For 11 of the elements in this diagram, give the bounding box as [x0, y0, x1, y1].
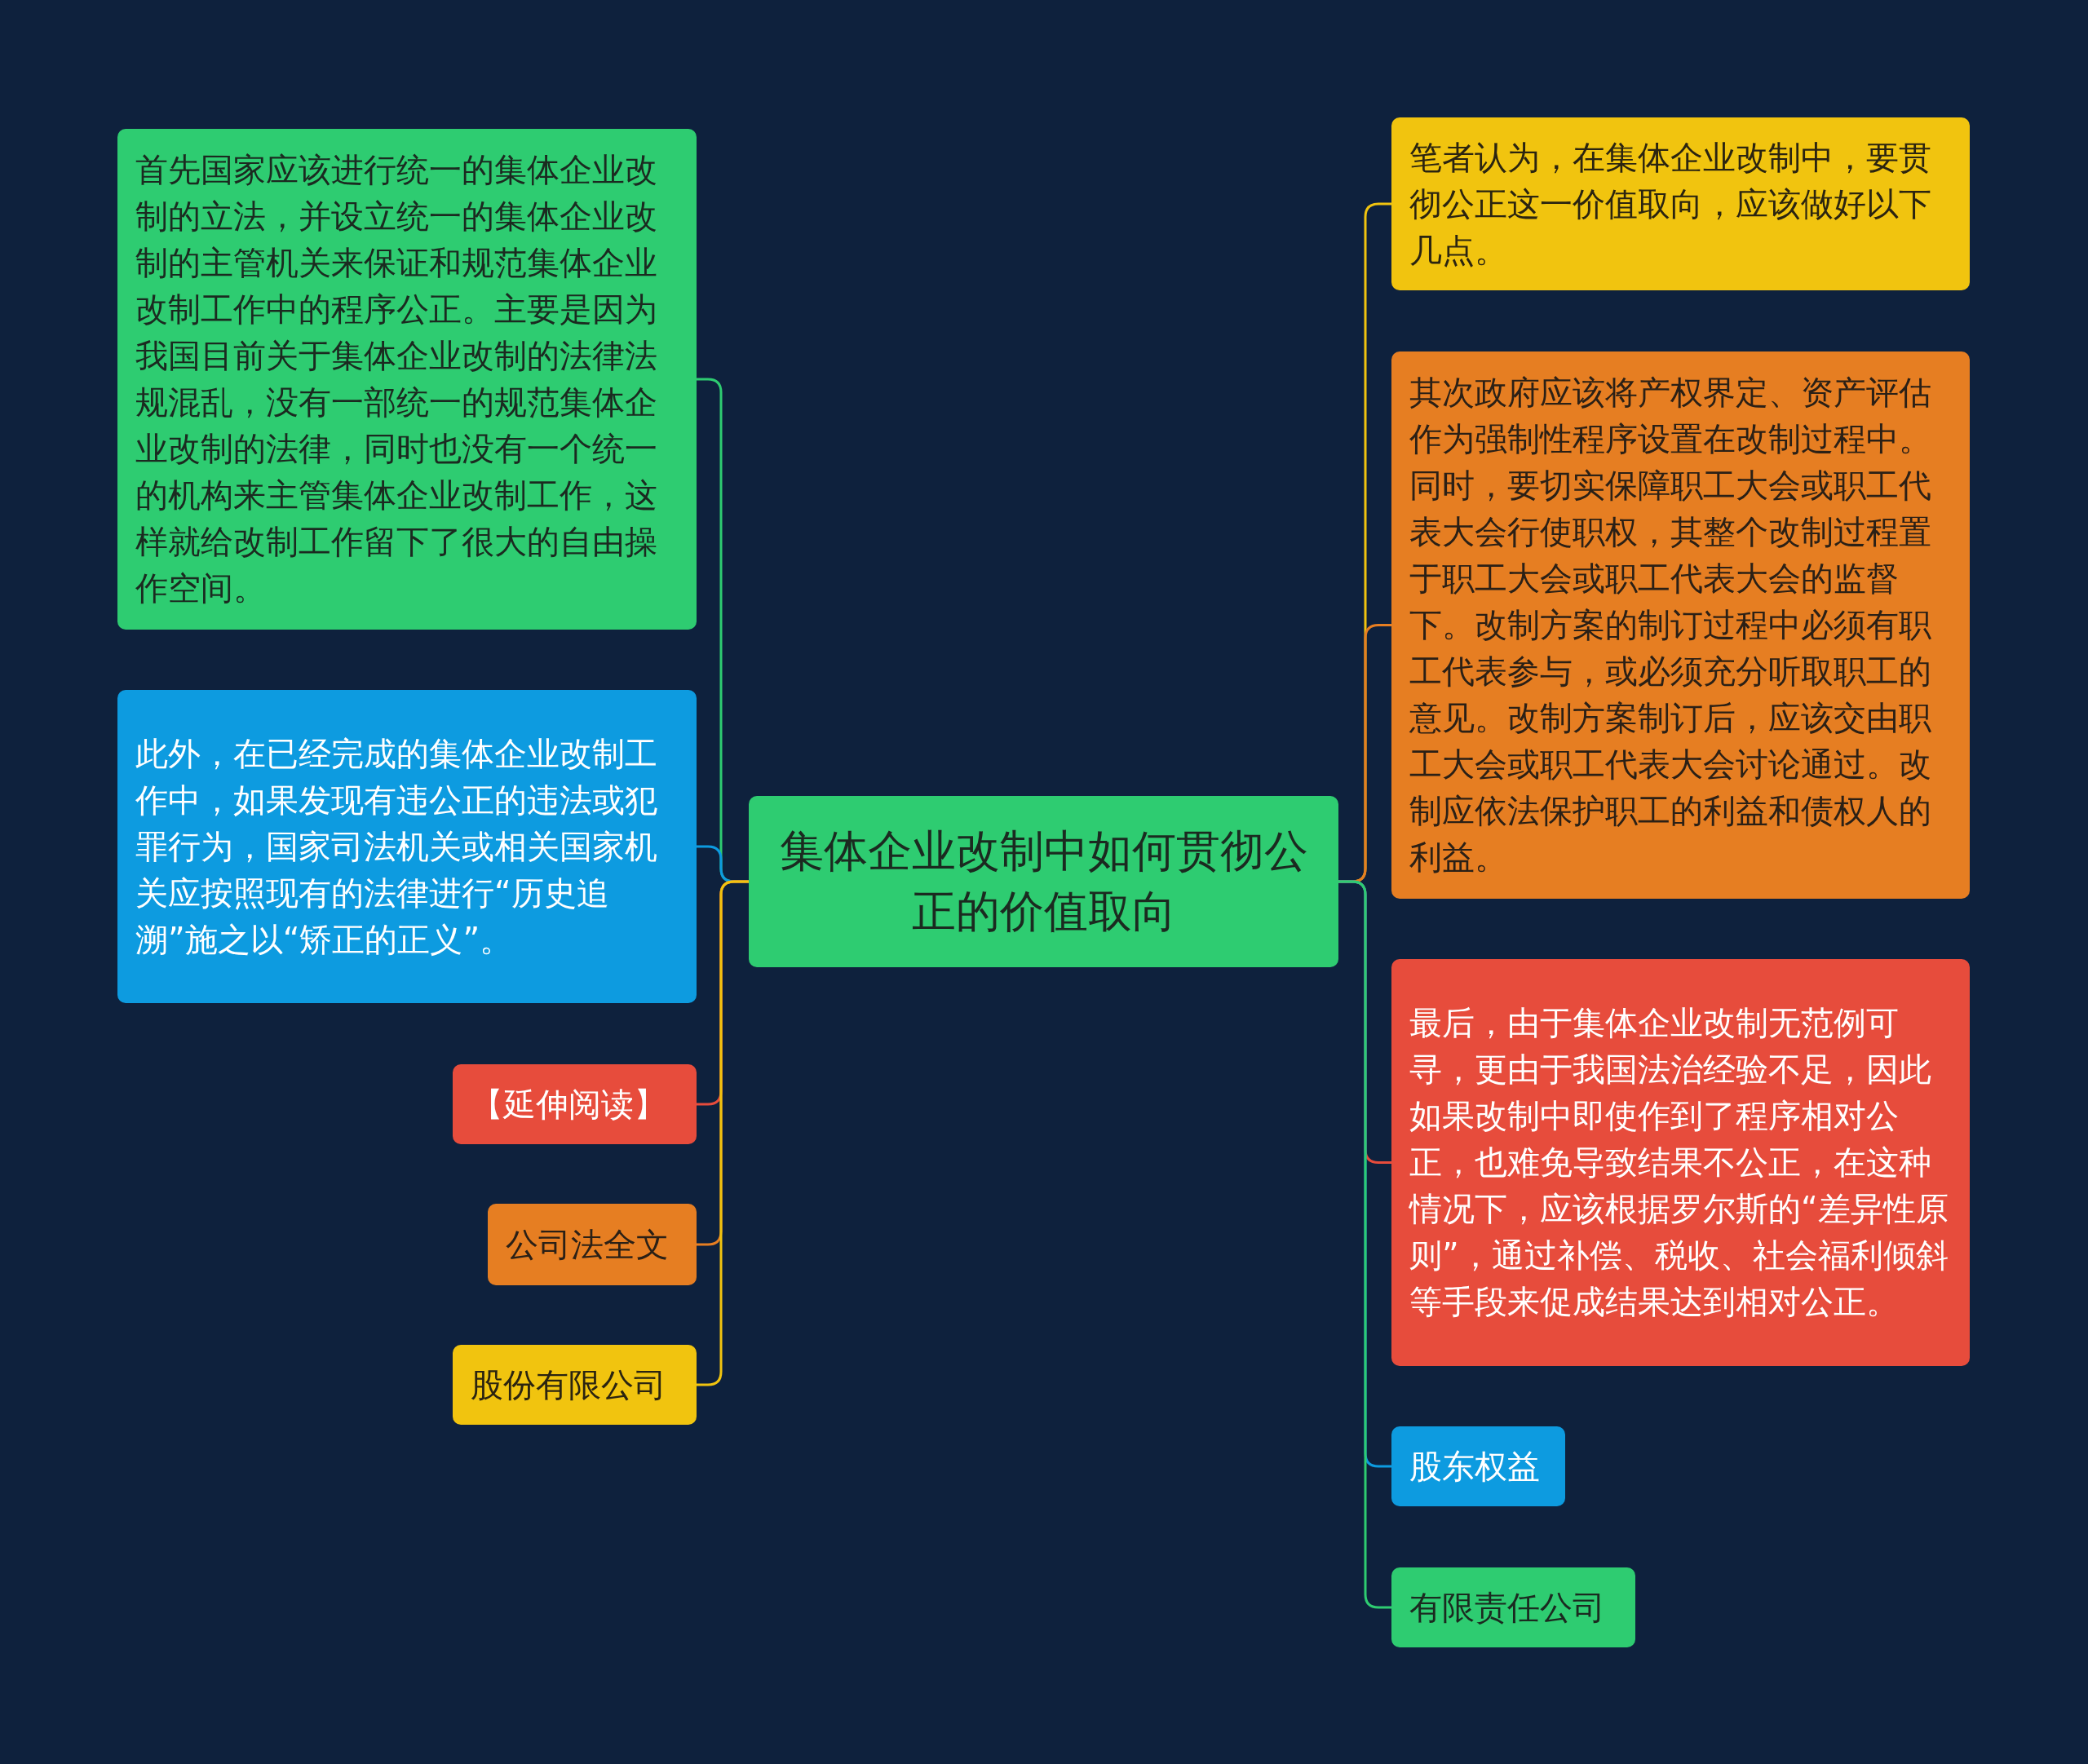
- central-topic-box: 集体企业改制中如何贯彻公正的价值取向: [749, 796, 1338, 967]
- topic-box: 其次政府应该将产权界定、资产评估作为强制性程序设置在改制过程中。同时，要切实保障职工大会或职工代表大会行使职权，其整个改制过程置于职工大会或职工代表大会的监督下。改制方案的制订过程中必须有职工代表参与，或必须充分听取职工的意见。改制方案制订后，应该交由职工大会或职工代表大会讨论通过。改制应依法保护职工的利益和债权人的利益。: [1391, 351, 1970, 899]
- topic-box: 公司法全文: [488, 1204, 697, 1285]
- topic-box: 最后，由于集体企业改制无范例可寻，更由于我国法治经验不足，因此如果改制中即使作到了程序相对公正，也难免导致结果不公正，在这种情况下，应该根据罗尔斯的“差异性原则”，通过补偿、税收、社会福利倾斜等手段来促成结果达到相对公正。: [1391, 959, 1970, 1366]
- topic-box: 此外，在已经完成的集体企业改制工作中，如果发现有违公正的违法或犯罪行为，国家司法机关或相关国家机关应按照现有的法律进行“历史追溯”施之以“矫正的正义”。: [117, 690, 697, 1003]
- topic-box: 首先国家应该进行统一的集体企业改制的立法，并设立统一的集体企业改制的主管机关来保证和规范集体企业改制工作中的程序公正。主要是因为我国目前关于集体企业改制的法律法规混乱，没有一部统一的规范集体企业改制的法律，同时也没有一个统一的机构来主管集体企业改制工作，这样就给改制工作留下了很大的自由操作空间。: [117, 129, 697, 630]
- topic-box: 股份有限公司: [453, 1345, 697, 1425]
- topic-box: 股东权益: [1391, 1426, 1565, 1506]
- topic-box: 笔者认为，在集体企业改制中，要贯彻公正这一价值取向，应该做好以下几点。: [1391, 117, 1970, 290]
- topic-box: 【延伸阅读】: [453, 1064, 697, 1144]
- topic-box: 有限责任公司: [1391, 1567, 1635, 1647]
